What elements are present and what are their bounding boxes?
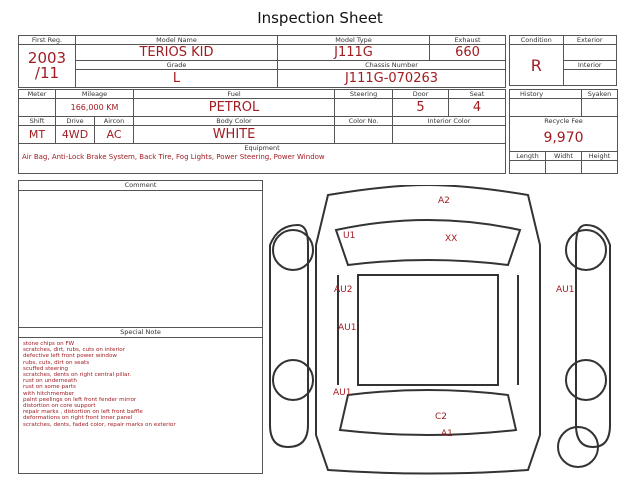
body-color-label: Body Color — [133, 116, 336, 126]
length-value — [509, 159, 546, 174]
comment-box: Comment — [18, 180, 263, 328]
car-right-side — [575, 223, 611, 449]
model-type-label: Model Type — [277, 35, 430, 45]
mileage-label: Mileage — [54, 89, 135, 99]
door-value: 5 — [392, 98, 450, 117]
steering-value — [334, 98, 394, 117]
color-no-value — [334, 125, 394, 144]
equipment-value: Air Bag, Anti-Lock Brake System, Back Ti… — [17, 152, 507, 174]
syaken-value — [581, 98, 618, 117]
seat-label: Seat — [448, 89, 507, 99]
damage-code-a2: A2 — [438, 196, 450, 206]
damage-code-au2: AU2 — [334, 285, 353, 295]
syaken-label: Syaken — [581, 89, 618, 99]
damage-code-au1-right: AU1 — [556, 285, 575, 295]
special-note-label: Special Note — [19, 328, 262, 338]
door-label: Door — [392, 89, 450, 99]
damage-code-au1-left-front: AU1 — [338, 323, 357, 333]
aircon-label: Aircon — [93, 116, 135, 126]
model-type-value: J111G — [277, 44, 430, 61]
damage-code-xx: XX — [445, 234, 458, 244]
model-name-value: TERIOS KID — [75, 44, 278, 61]
first-reg-label: First Reg. — [18, 35, 76, 45]
wheel-rear-left — [272, 359, 314, 401]
aircon-value: AC — [93, 125, 135, 144]
drive-label: Drive — [55, 116, 95, 126]
shift-label: Shift — [18, 116, 56, 126]
car-left-side — [269, 223, 309, 449]
condition-label: Condition — [509, 35, 564, 45]
damage-code-a1: A1 — [441, 429, 453, 439]
exhaust-value: 660 — [429, 44, 506, 61]
grade-label: Grade — [75, 60, 278, 70]
drive-value: 4WD — [55, 125, 95, 144]
damage-code-c2: C2 — [435, 412, 448, 422]
body-color-value: WHITE — [133, 125, 336, 144]
damage-code-u1: U1 — [343, 231, 356, 241]
history-label: History — [509, 89, 582, 99]
special-notes-list: stone chips on FW scratches, dirt, rubs,… — [23, 341, 176, 428]
fuel-label: Fuel — [133, 89, 336, 99]
interior-color-label: Interior Color — [392, 116, 507, 126]
exterior-value — [562, 44, 617, 61]
spare-tire — [557, 426, 599, 468]
condition-value: R — [509, 44, 564, 86]
color-no-label: Color No. — [334, 116, 394, 126]
width-value — [545, 159, 582, 174]
car-damage-diagram — [269, 185, 611, 475]
wheel-front-left — [272, 229, 314, 271]
chassis-value: J111G-070263 — [277, 69, 506, 88]
first-reg-value: 2003 /11 — [18, 44, 76, 88]
equipment-label: Equipment — [17, 143, 507, 152]
length-label: Length — [509, 150, 546, 161]
meter-label: Meter — [18, 89, 56, 99]
interior-value — [562, 69, 617, 86]
comment-label: Comment — [19, 181, 262, 191]
chassis-label: Chassis Number — [277, 60, 506, 70]
car-top-view — [315, 185, 541, 475]
width-label: Widht — [545, 150, 582, 161]
shift-value: MT — [18, 125, 56, 144]
special-note-box: Special Note stone chips on FW scratches… — [18, 327, 263, 474]
wheel-front-right — [565, 229, 607, 271]
recycle-fee-value: 9,970 — [509, 125, 618, 152]
grade-value: L — [75, 69, 278, 88]
exterior-label: Exterior — [562, 35, 617, 45]
damage-code-au1-left-rear: AU1 — [333, 388, 352, 398]
height-label: Height — [581, 150, 618, 161]
model-name-label: Model Name — [75, 35, 278, 45]
seat-value: 4 — [448, 98, 507, 117]
fuel-value: PETROL — [133, 98, 336, 117]
exhaust-label: Exhaust — [429, 35, 506, 45]
steering-label: Steering — [334, 89, 394, 99]
height-value — [581, 159, 618, 174]
interior-label: Interior — [562, 60, 617, 70]
page-title: Inspection Sheet — [257, 9, 383, 27]
history-value — [509, 98, 582, 117]
meter-value — [18, 98, 56, 117]
mileage-value: 166,000 KM — [54, 98, 135, 117]
wheel-rear-right — [565, 359, 607, 401]
recycle-fee-label: Recycle Fee — [509, 116, 618, 125]
interior-color-value — [392, 125, 507, 144]
